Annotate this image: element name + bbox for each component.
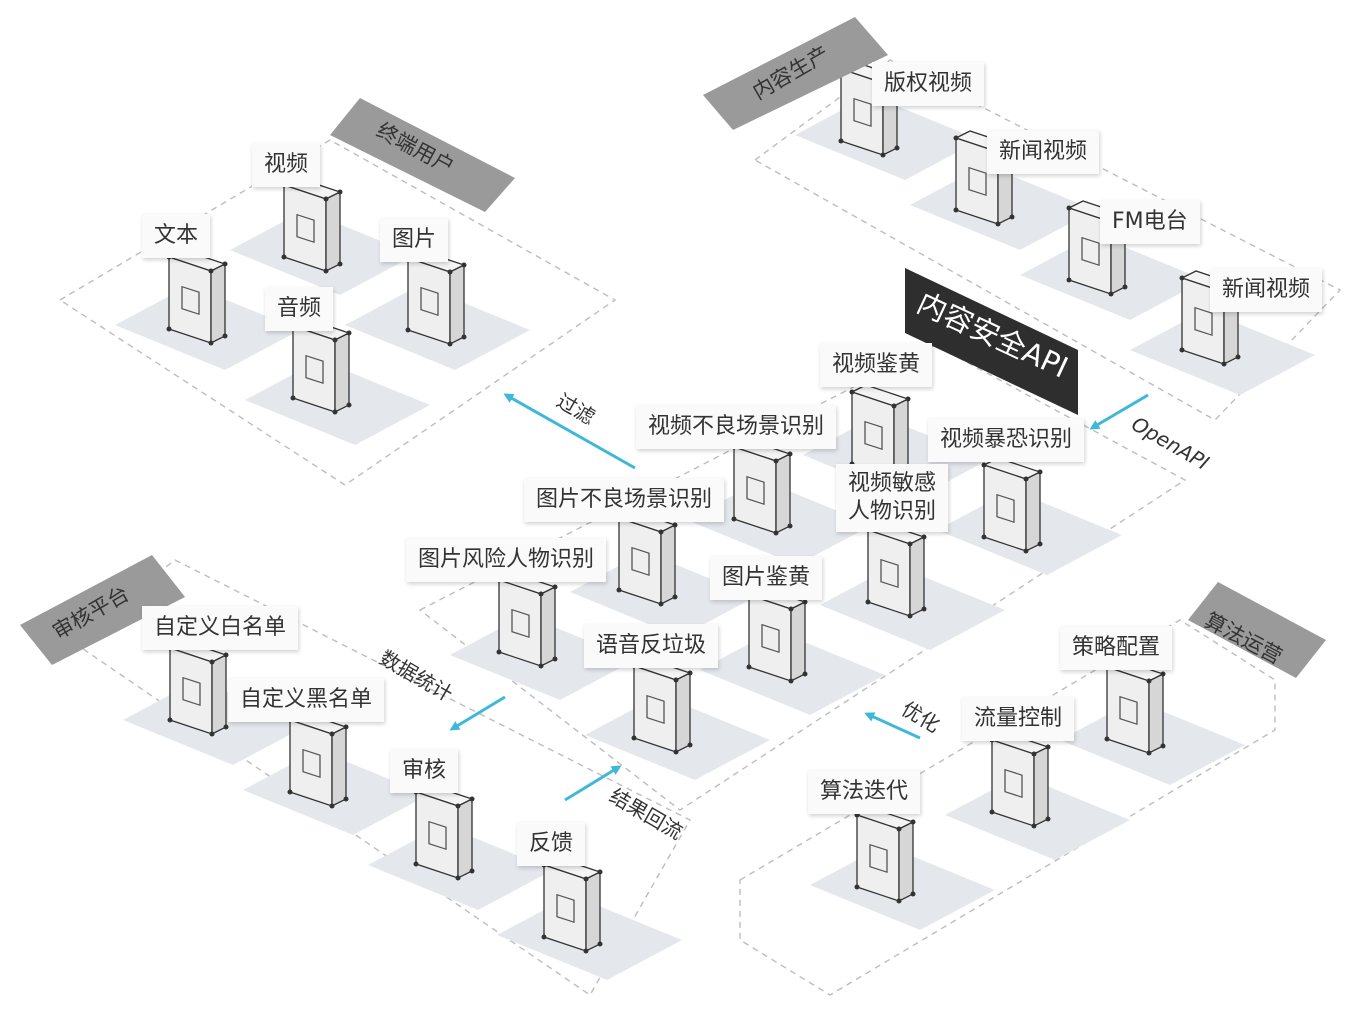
filter-label: 过滤 (553, 389, 600, 430)
label-whitelist: 自定义白名单 (142, 606, 299, 650)
video-bad-scene-server (730, 439, 794, 537)
video-sensitive-person-server (864, 522, 928, 620)
label-video-porn: 视频鉴黄 (820, 343, 933, 387)
audio-server (289, 318, 353, 416)
flow-arrows (449, 393, 1149, 802)
label-video-terror: 视频暴恐识别 (928, 418, 1085, 462)
label-image-bad-scene: 图片不良场景识别 (524, 478, 725, 522)
label-traffic-control: 流量控制 (962, 697, 1075, 741)
label-video-sensitive-line2: 人物识别 (848, 499, 937, 524)
result-return-arrow (564, 765, 622, 802)
image-risk-person-server (495, 572, 559, 670)
blacklist-server (286, 712, 350, 810)
image-server (404, 250, 468, 348)
image-bad-scene-server (615, 510, 679, 608)
label-text: 文本 (142, 214, 211, 258)
label-image-risk-person: 图片风险人物识别 (406, 538, 607, 582)
algo-iteration-server (853, 807, 917, 905)
label-news-video-2: 新闻视频 (1210, 268, 1323, 312)
openapi-label: OpenAPI (1128, 412, 1214, 475)
algo-platform (739, 619, 1276, 996)
label-image-porn: 图片鉴黄 (710, 556, 823, 600)
video-server (280, 177, 344, 275)
label-video-sensitive-line1: 视频敏感 (848, 471, 937, 496)
result-return-label: 结果回流 (606, 784, 687, 845)
label-review: 审核 (390, 749, 459, 793)
whitelist-server (166, 640, 230, 738)
end-user-platform (58, 139, 617, 486)
label-video-bad-scene: 视频不良场景识别 (636, 405, 837, 449)
data-stats-label: 数据统计 (376, 646, 457, 707)
region-tag-content-security-api: 内容安全API (905, 268, 1078, 415)
filter-arrow (503, 393, 636, 470)
label-copyright-video: 版权视频 (872, 62, 985, 106)
label-image: 图片 (380, 218, 449, 262)
review-server (412, 784, 476, 882)
traffic-control-server (988, 732, 1052, 830)
label-blacklist: 自定义黑名单 (228, 678, 385, 722)
region-tag-algo-ops: 算法运营 (1188, 582, 1326, 678)
data-stats-arrow (449, 695, 506, 731)
strategy-config-server (1103, 659, 1167, 757)
label-fm-radio: FM电台 (1100, 200, 1200, 244)
openapi-arrow (1089, 393, 1149, 430)
feedback-server (540, 857, 604, 955)
label-video: 视频 (252, 143, 321, 187)
label-audio: 音频 (265, 287, 334, 331)
audio-antispam-server (630, 658, 694, 756)
label-video-sensitive-person: 视频敏感 人物识别 (836, 464, 949, 532)
image-porn-server (745, 587, 809, 685)
label-news-video-1: 新闻视频 (987, 130, 1100, 174)
label-algo-iteration: 算法迭代 (808, 770, 921, 814)
video-terror-server (980, 457, 1044, 555)
text-server (165, 249, 229, 347)
label-feedback: 反馈 (517, 822, 586, 866)
label-audio-antispam: 语音反垃圾 (584, 624, 719, 668)
label-strategy-config: 策略配置 (1060, 626, 1173, 670)
optimize-arrow (864, 712, 921, 740)
